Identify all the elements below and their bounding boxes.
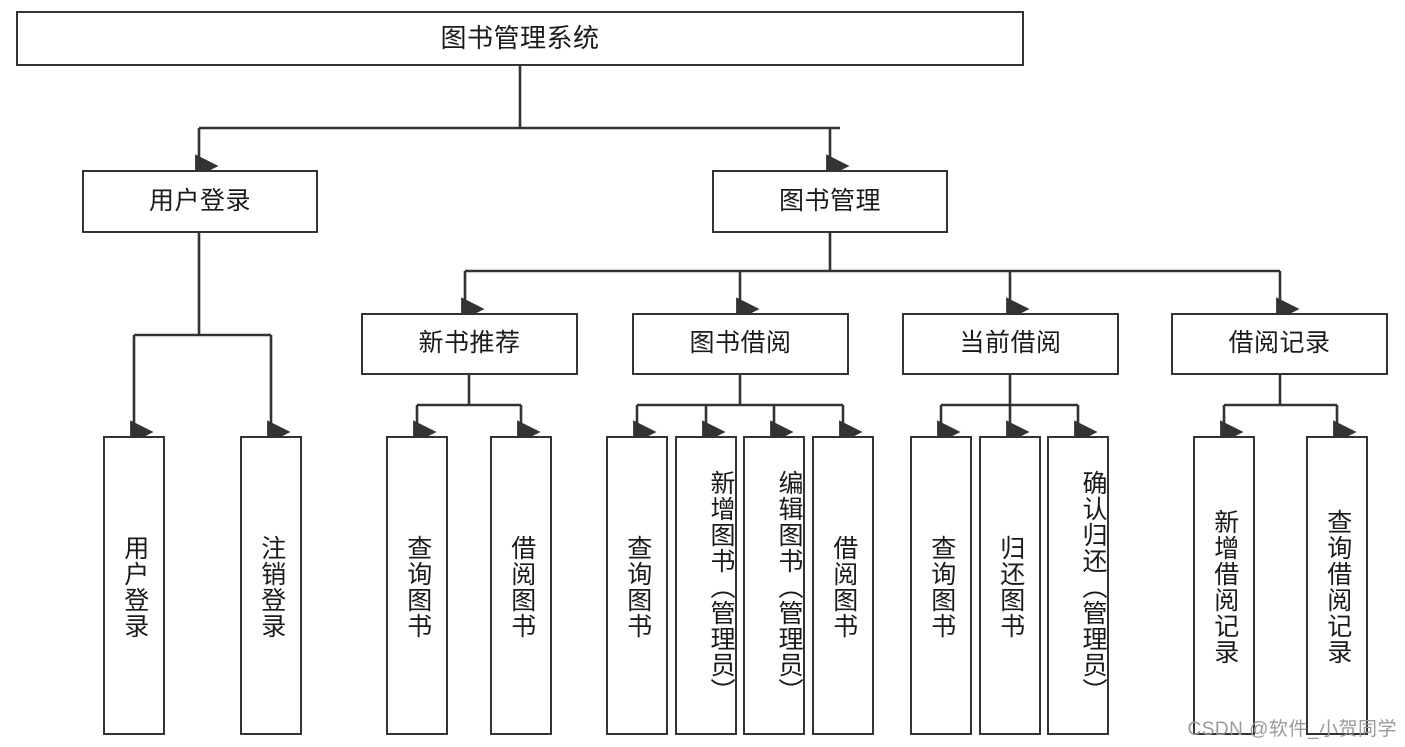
- leaf-borrow-books-recommendation[interactable]: 借阅图书: [490, 436, 552, 735]
- leaf-query-books-current[interactable]: 查询图书: [910, 436, 972, 735]
- node-label: 图书管理系统: [440, 23, 600, 54]
- leaf-query-books-recommendation[interactable]: 查询图书: [386, 436, 448, 735]
- node-label: 查询图书: [403, 534, 432, 639]
- node-label: 查询借阅记录: [1323, 508, 1352, 665]
- leaf-edit-book-admin[interactable]: 编辑图书（管理员）: [743, 436, 805, 735]
- node-label: 查询图书: [623, 534, 652, 639]
- leaf-query-borrow-record[interactable]: 查询借阅记录: [1306, 436, 1368, 735]
- node-book-management[interactable]: 图书管理: [712, 170, 948, 233]
- leaf-confirm-return-admin[interactable]: 确认归还（管理员）: [1047, 436, 1109, 735]
- node-label: 用户登录: [148, 186, 251, 215]
- node-label: 图书借阅: [689, 329, 792, 358]
- node-label: 确认归还（管理员）: [1079, 469, 1107, 704]
- node-label: 归还图书: [996, 534, 1025, 639]
- node-book-borrowing[interactable]: 图书借阅: [632, 313, 849, 375]
- node-root-book-management-system[interactable]: 图书管理系统: [16, 11, 1024, 66]
- leaf-borrow-books-borrowing[interactable]: 借阅图书: [812, 436, 874, 735]
- watermark: CSDN @软件_小贺同学: [1187, 719, 1397, 740]
- node-label: 当前借阅: [959, 329, 1062, 358]
- node-label: 借阅图书: [829, 534, 858, 639]
- node-new-book-recommendation[interactable]: 新书推荐: [361, 313, 578, 375]
- node-label: 新书推荐: [418, 329, 521, 358]
- node-label: 借阅图书: [507, 534, 536, 639]
- node-label: 新增图书（管理员）: [707, 469, 735, 704]
- leaf-logout[interactable]: 注销登录: [240, 436, 302, 735]
- leaf-add-book-admin[interactable]: 新增图书（管理员）: [675, 436, 737, 735]
- node-label: 注销登录: [257, 534, 286, 639]
- node-label: 借阅记录: [1228, 329, 1331, 358]
- node-user-login[interactable]: 用户登录: [82, 170, 318, 233]
- leaf-query-books-borrowing[interactable]: 查询图书: [606, 436, 668, 735]
- leaf-add-borrow-record[interactable]: 新增借阅记录: [1193, 436, 1255, 735]
- node-borrowing-records[interactable]: 借阅记录: [1171, 313, 1388, 375]
- node-label: 查询图书: [927, 534, 956, 639]
- node-current-borrowing[interactable]: 当前借阅: [902, 313, 1119, 375]
- node-label: 编辑图书（管理员）: [775, 469, 803, 704]
- node-label: 图书管理: [778, 186, 881, 215]
- leaf-return-books[interactable]: 归还图书: [979, 436, 1041, 735]
- leaf-user-login[interactable]: 用户登录: [103, 436, 165, 735]
- node-label: 用户登录: [120, 534, 149, 639]
- node-label: 新增借阅记录: [1210, 508, 1239, 665]
